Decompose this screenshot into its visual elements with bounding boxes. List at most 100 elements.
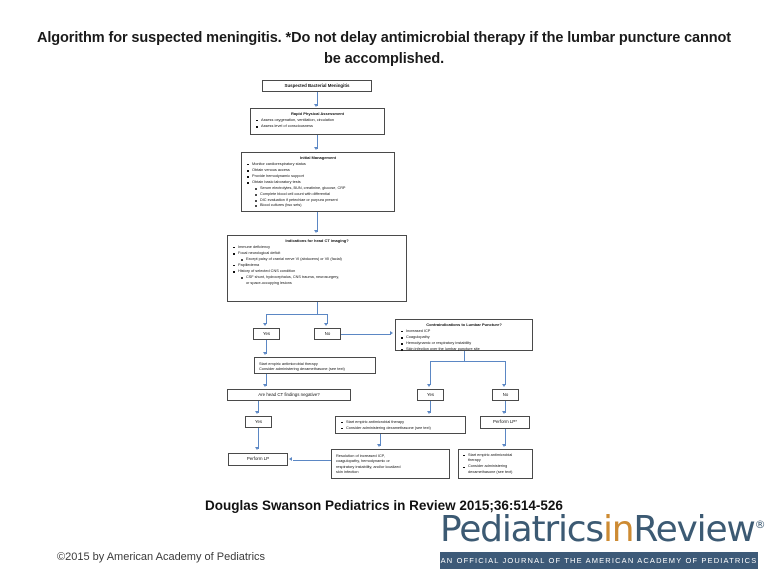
list-item: Start empiric antimicrobial therapy — [461, 453, 530, 465]
node-header: Contraindications to Lumbar Puncture? — [426, 322, 502, 327]
logo-word-part-3: Review — [633, 509, 755, 550]
node-bullet-list: Assess oxygenation, ventilation, circula… — [254, 118, 381, 130]
node-line: Resolution of increased ICP, — [336, 452, 385, 458]
page-title: Algorithm for suspected meningitis. *Do … — [36, 30, 732, 68]
list-item: Coagulopathy — [399, 335, 529, 341]
connector-line — [317, 92, 318, 106]
connector-line — [505, 429, 506, 446]
node-perform-lp-star: Perform LP* — [480, 416, 530, 429]
node-initial-management: Initial Management Monitor cardiorespira… — [241, 152, 395, 212]
node-sub-bullet-list: CSF shunt, hydrocephalus, CNS trauma, ne… — [231, 275, 403, 286]
meningitis-algorithm-flowchart: Suspected Bacterial Meningitis Rapid Phy… — [0, 74, 768, 494]
list-item: Provide hemodynamic support — [245, 174, 391, 180]
citation-text: Douglas Swanson Pediatrics in Review 201… — [205, 498, 563, 513]
node-bullet-list: Immune deficiency Focal neurological def… — [231, 245, 403, 257]
connector-arrow — [255, 411, 260, 414]
node-header: Indications for head CT imaging? — [285, 238, 349, 243]
node-ct-findings-negative: Are head CT findings negative? — [227, 389, 351, 401]
connector-arrow — [390, 331, 393, 336]
connector-line — [380, 434, 381, 446]
connector-line — [293, 460, 331, 461]
connector-line — [258, 428, 259, 449]
list-item: Immune deficiency — [231, 245, 403, 251]
list-item: Assess oxygenation, ventilation, circula… — [254, 118, 381, 124]
connector-arrow — [314, 230, 319, 233]
connector-arrow — [314, 147, 319, 150]
node-lp-contraindications: Contraindications to Lumbar Puncture? In… — [395, 319, 533, 351]
node-bullet-list: Papilledema History of selected CNS cond… — [231, 263, 403, 275]
list-item: Except palsy of cranial nerve VI (abduce… — [239, 257, 403, 263]
node-label: Perform LP* — [493, 419, 517, 425]
logo-word-part-2: in — [602, 509, 635, 550]
connector-line — [464, 351, 465, 361]
list-item: CSF shunt, hydrocephalus, CNS trauma, ne… — [239, 275, 403, 286]
node-bullet-list: Monitor cardiorespiratory status Obtain … — [245, 162, 391, 186]
logo-banner-text: AN OFFICIAL JOURNAL OF THE AMERICAN ACAD… — [440, 552, 758, 569]
list-item-line: Consider administering — [468, 464, 508, 469]
connector-line — [266, 340, 267, 354]
connector-arrow — [427, 384, 432, 387]
node-resolution: Resolution of increased ICP, coagulopath… — [331, 449, 450, 479]
connector-arrow — [377, 444, 382, 447]
connector-line — [327, 314, 328, 324]
node-empiric-therapy-left: Start empiric antimicrobial therapy Cons… — [254, 357, 376, 374]
node-bullet-list: Increased ICP Coagulopathy Hemodynamic o… — [399, 329, 529, 353]
node-header: Rapid Physical Assessment — [291, 111, 344, 116]
connector-line — [430, 401, 431, 413]
node-bullet-list: Start empiric antimicrobial therapy Cons… — [339, 420, 462, 432]
registered-trademark-icon: ® — [754, 518, 766, 531]
connector-arrow — [263, 352, 268, 355]
node-label: Yes — [426, 391, 434, 397]
connector-arrow — [502, 411, 507, 414]
list-item: Hemodynamic or respiratory instability — [399, 341, 529, 347]
node-label: Are head CT findings negative? — [258, 391, 320, 397]
node-ct-indications-no: No — [314, 328, 341, 340]
node-line: coagulopathy, hemodynamic or — [336, 458, 390, 464]
connector-line — [341, 334, 391, 335]
list-item: Serum electrolytes, BUN, creatinine, glu… — [253, 186, 391, 192]
list-item: Consider administering dexamethasone (se… — [339, 426, 462, 432]
list-item-line: dexamethasone (see text) — [468, 470, 513, 475]
connector-arrow — [255, 447, 260, 450]
connector-arrow — [314, 104, 319, 107]
node-suspected-bacterial-meningitis: Suspected Bacterial Meningitis — [262, 80, 372, 92]
node-contraindications-no: No — [492, 389, 519, 401]
list-item: Complete blood cell count with different… — [253, 192, 391, 198]
node-ct-indications-yes: Yes — [253, 328, 280, 340]
list-item: Skin infection over the lumbar puncture … — [399, 347, 529, 353]
list-item: Blood cultures (two sets) — [253, 203, 391, 209]
list-item-line: or space-occupying lesions — [246, 280, 292, 285]
node-label: No — [324, 330, 331, 336]
connector-arrow — [263, 384, 268, 387]
node-rapid-physical-assessment: Rapid Physical Assessment Assess oxygena… — [250, 108, 385, 135]
node-line: respiratory instability, and/or localize… — [336, 463, 401, 469]
connector-line — [505, 401, 506, 413]
connector-line — [266, 314, 267, 324]
logo-wordmark: PediatricsinReview® — [440, 509, 766, 550]
node-bullet-list: Start empiric antimicrobial therapy Cons… — [461, 453, 530, 476]
node-label: Yes — [254, 418, 262, 424]
connector-line — [505, 361, 506, 385]
list-item-line: CSF shunt, hydrocephalus, CNS trauma, ne… — [246, 275, 339, 280]
connector-line — [317, 302, 318, 314]
connector-arrow — [289, 457, 292, 462]
node-label: Suspected Bacterial Meningitis — [284, 82, 350, 88]
connector-line — [430, 361, 431, 385]
pediatrics-in-review-logo: PediatricsinReview® AN OFFICIAL JOURNAL … — [440, 509, 766, 569]
node-label: Perform LP — [246, 456, 270, 462]
node-line: Start empiric antimicrobial therapy — [259, 360, 318, 366]
list-item: History of selected CNS condition — [231, 269, 403, 275]
connector-line — [266, 314, 328, 315]
node-perform-lp: Perform LP — [228, 453, 288, 466]
connector-arrow — [263, 323, 268, 326]
node-contraindications-yes: Yes — [417, 389, 444, 401]
node-line: Consider administering dexamethasone (se… — [259, 366, 345, 372]
node-empiric-therapy-middle: Start empiric antimicrobial therapy Cons… — [335, 416, 466, 434]
list-item: Assess level of consciousness — [254, 124, 381, 130]
list-item-line: Start empiric antimicrobial — [468, 452, 513, 457]
list-item: Increased ICP — [399, 329, 529, 335]
connector-arrow — [502, 384, 507, 387]
connector-line — [317, 135, 318, 149]
copyright-notice: ©2015 by American Academy of Pediatrics — [57, 551, 266, 563]
list-item: DIC evaluation if petechiae or purpura p… — [253, 198, 391, 204]
